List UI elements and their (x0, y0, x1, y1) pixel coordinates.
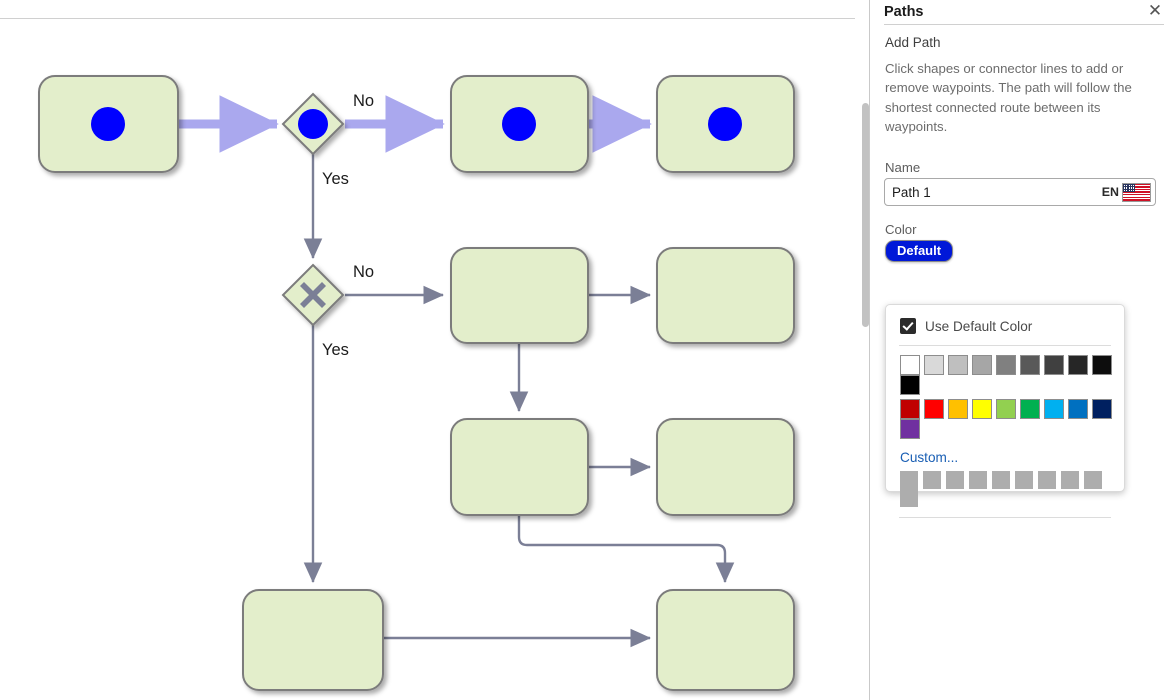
recent-swatch-1[interactable] (923, 471, 941, 489)
shape-decision-1[interactable] (281, 92, 345, 156)
edge-label-yes-1: Yes (322, 170, 349, 188)
default-color-button[interactable]: Default (885, 240, 954, 263)
color-swatch-2[interactable] (948, 399, 968, 419)
color-swatch-gray-9[interactable] (900, 375, 920, 395)
recent-swatch-9[interactable] (900, 489, 918, 507)
color-swatch-gray-0[interactable] (900, 355, 920, 375)
recent-swatch-0[interactable] (900, 471, 918, 489)
us-flag-icon[interactable] (1122, 182, 1151, 202)
color-swatch-6[interactable] (1044, 399, 1064, 419)
color-swatch-3[interactable] (972, 399, 992, 419)
name-input[interactable] (885, 181, 1082, 204)
recent-swatch-6[interactable] (1038, 471, 1056, 489)
color-label: Color (885, 222, 917, 238)
shape-task-f[interactable] (656, 418, 795, 516)
recent-swatch-8[interactable] (1084, 471, 1102, 489)
shape-task-d[interactable] (656, 247, 795, 344)
popup-divider-bottom (899, 517, 1111, 518)
paths-panel: Paths ✕ Add Path Click shapes or connect… (878, 0, 1170, 700)
edge-labels: No Yes No Yes (322, 92, 374, 359)
custom-color-link[interactable]: Custom... (900, 450, 959, 465)
name-label: Name (885, 160, 921, 176)
canvas-vertical-scrollbar[interactable] (858, 20, 870, 700)
recent-swatch-7[interactable] (1061, 471, 1079, 489)
color-swatch-gray-3[interactable] (972, 355, 992, 375)
section-title-add-path: Add Path (885, 35, 941, 50)
panel-body: Add Path Click shapes or connector lines… (878, 28, 1170, 518)
edge-label-no-1: No (353, 92, 374, 110)
shape-task-a[interactable] (450, 75, 589, 173)
waypoint-cross-icon[interactable] (300, 282, 326, 308)
color-swatch-gray-2[interactable] (948, 355, 968, 375)
palette-row-colors (886, 399, 1124, 439)
shape-decision-2[interactable] (281, 263, 345, 327)
panel-divider (869, 0, 870, 700)
color-swatch-9[interactable] (900, 419, 920, 439)
color-swatch-7[interactable] (1068, 399, 1088, 419)
edge-label-yes-2: Yes (322, 341, 349, 359)
diagram-canvas[interactable]: No Yes No Yes (0, 0, 870, 700)
scrollbar-thumb[interactable] (862, 103, 869, 327)
waypoint-dot[interactable] (298, 109, 328, 139)
recent-swatch-5[interactable] (1015, 471, 1033, 489)
connector-taske-taskh[interactable] (517, 515, 735, 583)
waypoint-dot[interactable] (708, 107, 742, 141)
color-swatch-gray-1[interactable] (924, 355, 944, 375)
panel-header: Paths ✕ (878, 0, 1170, 28)
waypoint-dot[interactable] (502, 107, 536, 141)
recent-swatch-3[interactable] (969, 471, 987, 489)
recent-colors-row (886, 471, 1124, 507)
color-swatch-gray-4[interactable] (996, 355, 1016, 375)
recent-swatch-2[interactable] (946, 471, 964, 489)
use-default-color-label: Use Default Color (925, 318, 1033, 334)
language-code: EN (1101, 185, 1119, 200)
panel-title: Paths (884, 4, 924, 20)
waypoint-dot[interactable] (91, 107, 125, 141)
popup-divider-top (899, 345, 1111, 346)
shape-task-e[interactable] (450, 418, 589, 516)
recent-swatch-4[interactable] (992, 471, 1010, 489)
color-picker-popup: Use Default Color Custom... (885, 304, 1125, 518)
shape-task-h[interactable] (656, 589, 795, 691)
connectors (303, 154, 735, 648)
flowchart-svg: No Yes No Yes (38, 75, 795, 691)
use-default-color-checkbox[interactable] (900, 318, 916, 334)
palette-row-grayscale (886, 355, 1124, 395)
color-swatch-gray-5[interactable] (1020, 355, 1040, 375)
canvas-top-divider (0, 18, 855, 19)
color-swatch-gray-7[interactable] (1068, 355, 1088, 375)
shape-task-g[interactable] (242, 589, 384, 691)
color-swatch-1[interactable] (924, 399, 944, 419)
close-icon[interactable]: ✕ (1147, 1, 1163, 20)
edge-label-no-2: No (353, 263, 374, 281)
shape-nodes (38, 75, 795, 691)
color-swatch-5[interactable] (1020, 399, 1040, 419)
use-default-color-row[interactable]: Use Default Color (886, 305, 1124, 334)
color-swatch-gray-6[interactable] (1044, 355, 1064, 375)
color-swatch-4[interactable] (996, 399, 1016, 419)
color-swatch-8[interactable] (1092, 399, 1112, 419)
color-swatch-0[interactable] (900, 399, 920, 419)
header-divider (884, 24, 1164, 25)
color-swatch-gray-8[interactable] (1092, 355, 1112, 375)
help-text: Click shapes or connector lines to add o… (885, 61, 1132, 134)
name-field-wrapper[interactable]: EN (884, 178, 1156, 207)
shape-start[interactable] (38, 75, 179, 173)
shape-task-c[interactable] (450, 247, 589, 344)
shape-task-b[interactable] (656, 75, 795, 173)
